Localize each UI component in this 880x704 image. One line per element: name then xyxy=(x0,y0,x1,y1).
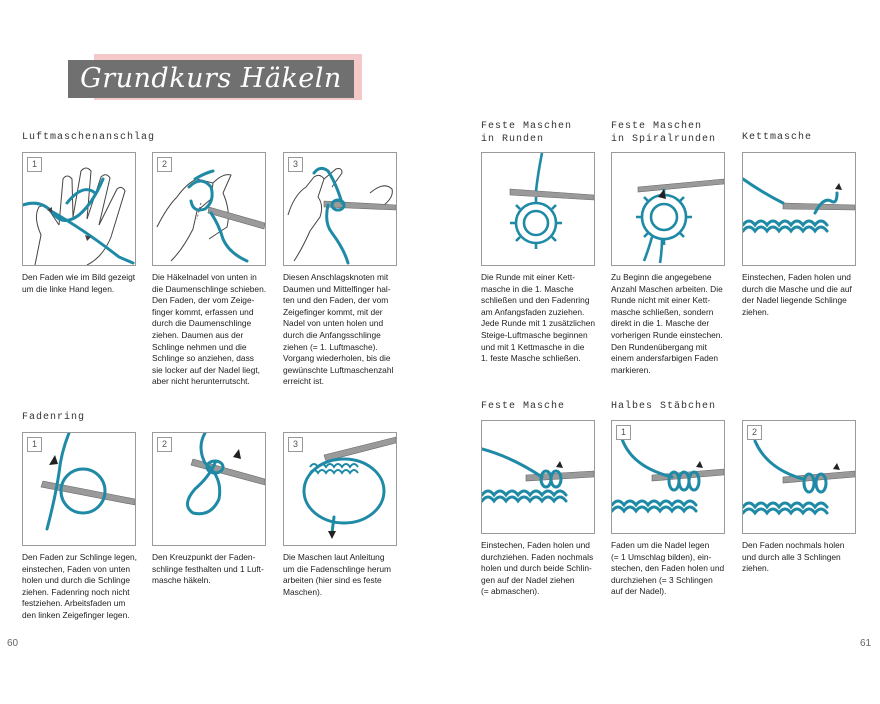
half-double-2-illustration xyxy=(743,439,855,516)
caption-spiral: Zu Beginn die angegebene Anzahl Maschen … xyxy=(611,272,723,375)
luft-step3-illustration: 3 xyxy=(283,152,397,266)
caption-runden: Die Runde mit einer Kett- masche in die … xyxy=(481,272,596,364)
section-heading-feste-maschen-runden: Feste Maschen in Runden xyxy=(481,121,573,145)
fm-illustration xyxy=(481,420,595,534)
section-heading-kettmasche: Kettmasche xyxy=(742,132,813,143)
fring-step1-illustration: 1 xyxy=(22,432,136,546)
loop-chain-illustration xyxy=(186,433,265,516)
caption-fm: Einstechen, Faden holen und durchziehen.… xyxy=(481,540,594,597)
step-number: 2 xyxy=(157,437,172,452)
step-number: 2 xyxy=(157,157,172,172)
step-number: 2 xyxy=(747,425,762,440)
hand-hook-illustration xyxy=(156,169,265,263)
round-ring-illustration xyxy=(509,153,594,249)
caption-fring-step2: Den Kreuzpunkt der Faden- schlinge festh… xyxy=(152,552,264,586)
page-number-left: 60 xyxy=(7,638,19,649)
step-number: 3 xyxy=(288,157,303,172)
fring-step3-illustration: 3 xyxy=(283,432,397,546)
section-heading-feste-masche: Feste Masche xyxy=(481,401,566,412)
half-double-1-illustration xyxy=(612,437,724,514)
hst-step1-illustration: 1 xyxy=(611,420,725,534)
caption-fring-step3: Die Maschen laut Anleitung um die Fadens… xyxy=(283,552,392,597)
single-crochet-illustration xyxy=(482,447,594,504)
page-number-right: 61 xyxy=(860,638,872,649)
spiral-round-illustration xyxy=(636,178,724,264)
step-number: 1 xyxy=(27,157,42,172)
caption-luft-step1: Den Faden wie im Bild gezeigt um die lin… xyxy=(22,272,136,294)
section-heading-luftmaschenanschlag: Luftmaschenanschlag xyxy=(22,132,156,143)
hst-step2-illustration: 2 xyxy=(742,420,856,534)
section-heading-fadenring: Fadenring xyxy=(22,412,86,423)
spiral-illustration xyxy=(611,152,725,266)
fring-step2-illustration: 2 xyxy=(152,432,266,546)
section-heading-feste-maschen-spiralrunden: Feste Maschen in Spiralrunden xyxy=(611,121,717,145)
step-number: 3 xyxy=(288,437,303,452)
caption-hst-step1: Faden um die Nadel legen (= 1 Umschlag b… xyxy=(611,540,725,597)
slip-stitch-illustration xyxy=(743,177,855,234)
yarn-loop-illustration xyxy=(40,433,135,531)
hand-wrap-illustration xyxy=(23,167,135,265)
page-title: Grundkurs Häkeln xyxy=(68,60,354,98)
caption-hst-step2: Den Faden nochmals holen und durch alle … xyxy=(742,540,845,574)
caption-luft-step2: Die Häkelnadel von unten in die Daumensc… xyxy=(152,272,267,387)
chain-start-illustration xyxy=(287,166,396,265)
ring-stitches-illustration xyxy=(302,436,396,539)
luft-step1-illustration: 1 xyxy=(22,152,136,266)
kett-illustration xyxy=(742,152,856,266)
caption-luft-step3: Diesen Anschlagsknoten mit Daumen und Mi… xyxy=(283,272,394,387)
luft-step2-illustration: 2 xyxy=(152,152,266,266)
step-number: 1 xyxy=(616,425,631,440)
caption-fring-step1: Den Faden zur Schlinge legen, einstechen… xyxy=(22,552,137,620)
runden-illustration xyxy=(481,152,595,266)
caption-kett: Einstechen, Faden holen und durch die Ma… xyxy=(742,272,852,317)
step-number: 1 xyxy=(27,437,42,452)
section-heading-halbes-staebchen: Halbes Stäbchen xyxy=(611,401,717,412)
